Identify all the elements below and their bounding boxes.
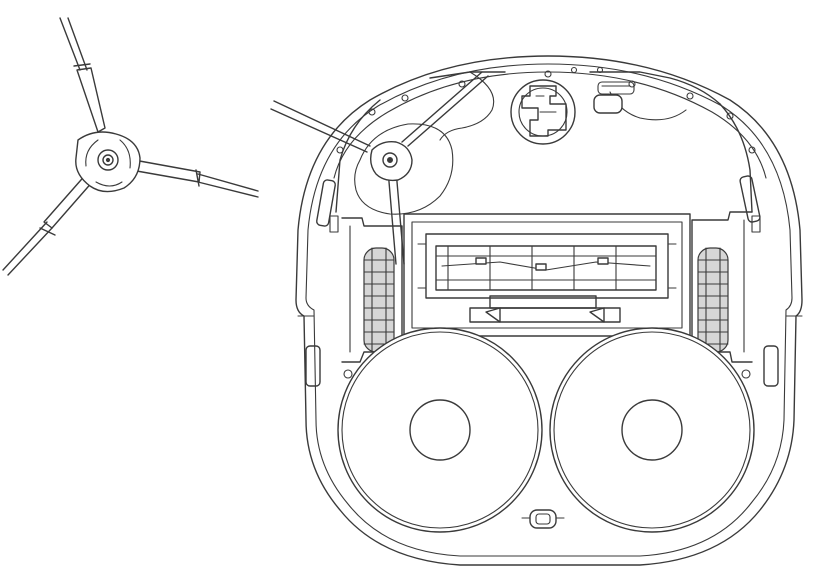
brush-guard-latch: [469, 295, 621, 323]
right-mop-pad: [549, 327, 755, 533]
cliff-sensor-top-right: [593, 81, 635, 114]
front-caster-wheel: [510, 79, 576, 145]
side-brush-arm-right: [130, 159, 259, 198]
rear-caster: [521, 509, 565, 529]
right-side-tabs: [739, 175, 803, 387]
mounted-side-brush: [270, 71, 489, 265]
side-brush: [2, 17, 259, 276]
main-roller-brush: [435, 245, 657, 291]
left-mop-pad: [337, 327, 543, 533]
right-drive-wheel: [691, 211, 761, 363]
left-side-tabs: [297, 179, 353, 387]
side-brush-hub: [75, 131, 141, 193]
side-brush-arm-top: [59, 17, 106, 133]
robot-vacuum-underside: [270, 55, 803, 566]
robot-top-plate: [335, 66, 756, 213]
side-brush-arm-left: [2, 171, 95, 276]
left-drive-wheel: [329, 215, 403, 363]
